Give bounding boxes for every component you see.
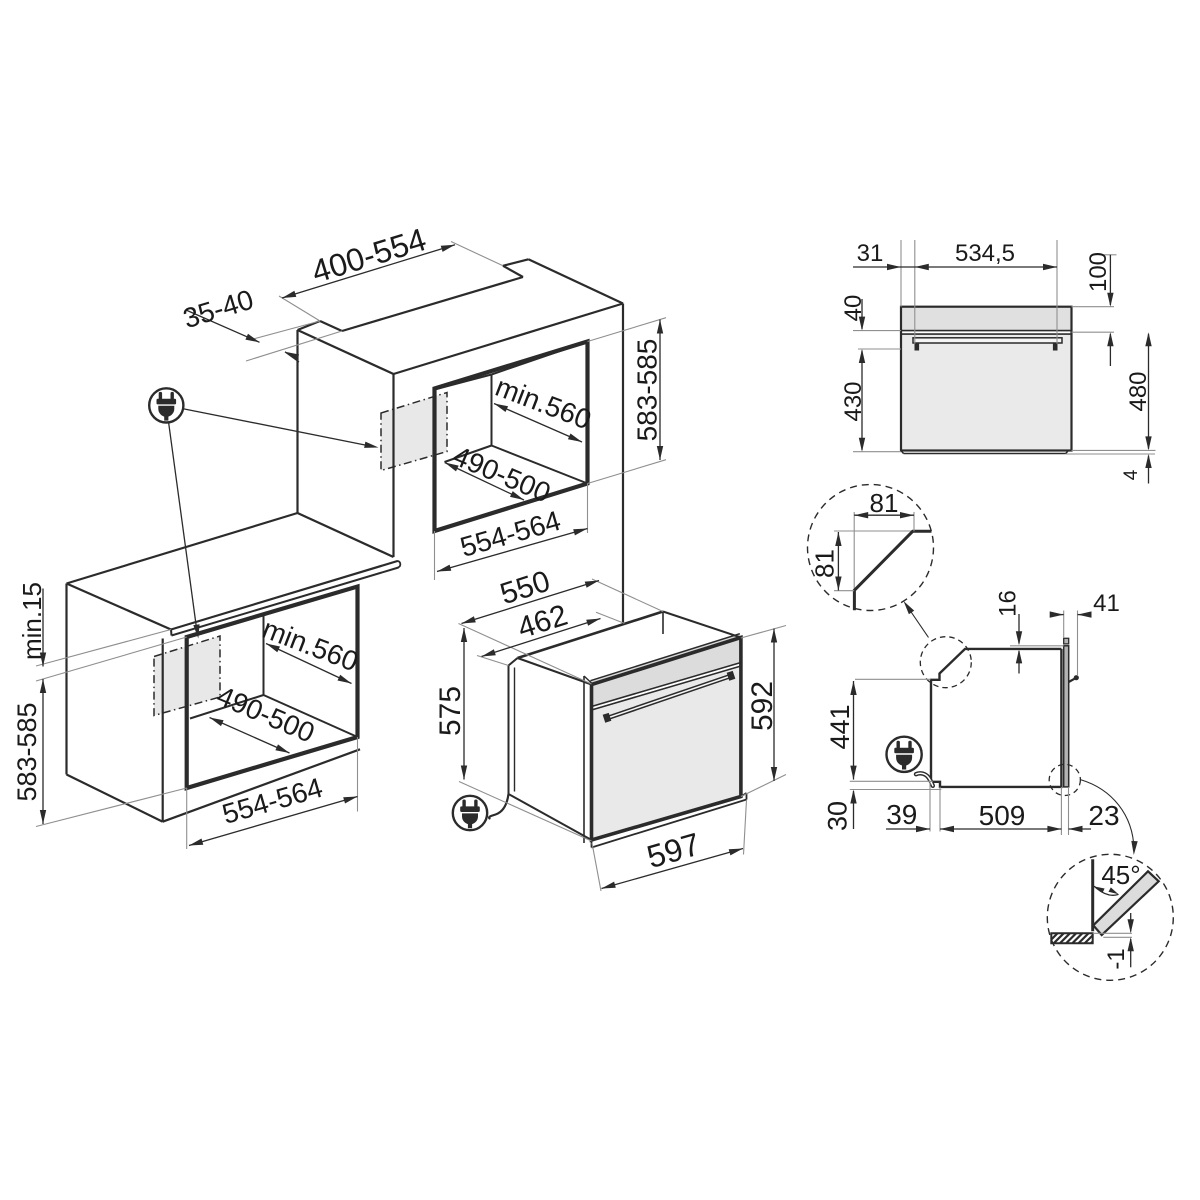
svg-text:40: 40: [840, 295, 867, 322]
svg-text:480: 480: [1125, 371, 1152, 411]
svg-text:534,5: 534,5: [955, 240, 1015, 267]
svg-text:41: 41: [1093, 590, 1120, 617]
svg-text:4: 4: [1121, 469, 1142, 480]
svg-text:31: 31: [857, 240, 884, 267]
svg-text:39: 39: [886, 799, 917, 830]
svg-text:575: 575: [434, 686, 467, 736]
svg-text:592: 592: [746, 681, 779, 731]
svg-text:30: 30: [823, 801, 853, 831]
svg-text:23: 23: [1088, 800, 1119, 831]
svg-text:430: 430: [840, 381, 867, 421]
svg-text:min.15: min.15: [17, 582, 47, 660]
svg-text:583-585: 583-585: [632, 339, 663, 442]
svg-text:45°: 45°: [1101, 860, 1140, 890]
svg-text:100: 100: [1085, 252, 1112, 292]
svg-text:81: 81: [870, 488, 899, 518]
svg-text:16: 16: [995, 590, 1022, 617]
svg-text:441: 441: [825, 704, 855, 749]
svg-text:-1: -1: [1103, 948, 1130, 969]
svg-text:583-585: 583-585: [12, 702, 42, 801]
svg-text:509: 509: [979, 800, 1026, 831]
svg-text:81: 81: [810, 549, 840, 578]
